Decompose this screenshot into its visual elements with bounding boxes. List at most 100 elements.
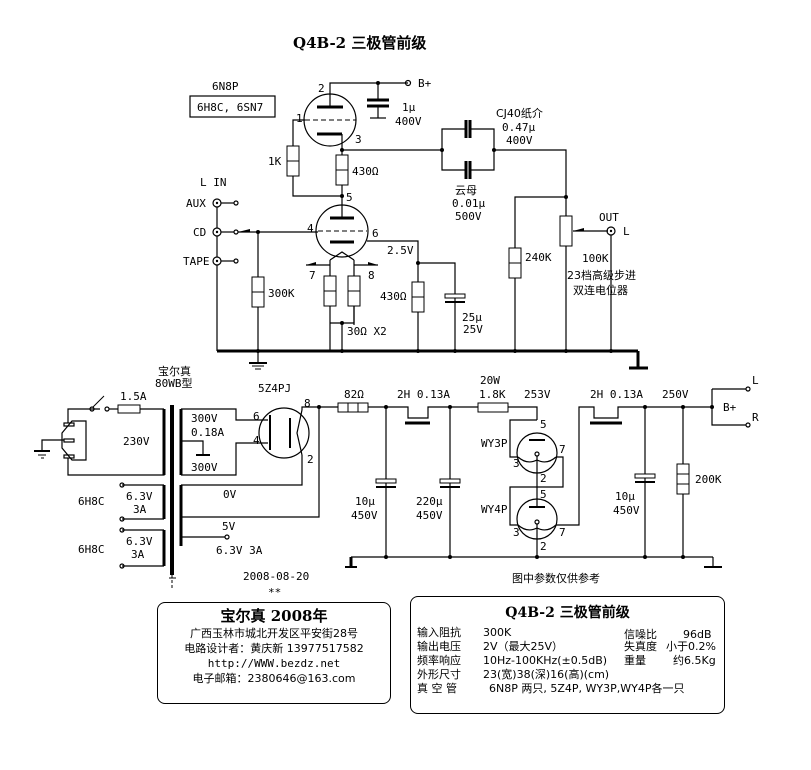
rectifier-label: 5Z4PJ: [258, 382, 291, 395]
filter-cap-3: [634, 473, 656, 479]
cathode-voltage: 2.5V: [387, 244, 414, 257]
pot-description: 23档高级步进: [567, 268, 636, 282]
rect-pin-2: 2: [307, 453, 314, 466]
reg2-pin2: 2: [540, 540, 547, 553]
filter-cap-2: [439, 478, 461, 484]
spec-row: 输出电压 2V（最大25V） 失真度 小于0.2%: [411, 640, 724, 654]
resistor-300k-label: 300K: [268, 287, 295, 300]
spec-row: 频率响应 10Hz-100KHz(±0.5dB) 重量 约6.5Kg: [411, 654, 724, 668]
choke2-label: 2H 0.13A: [590, 388, 643, 401]
pin-7: 7: [309, 269, 316, 282]
cap2-value: 220μ: [416, 495, 443, 508]
resistor-1k8-power: 20W: [480, 374, 500, 387]
resistor-430-cathode-label: 430Ω: [380, 290, 407, 303]
bypass-cap-voltage: 400V: [395, 115, 422, 128]
cap2-voltage: 450V: [416, 509, 443, 522]
pin-8: 8: [368, 269, 375, 282]
bplus-output: B+: [723, 401, 737, 414]
resistor-1k8-value: 1.8K: [479, 388, 506, 401]
input-tape-label: TAPE: [183, 255, 210, 268]
credits-box: 宝尔真 2008年 广西玉林市城北开发区平安街28号 电路设计者：黄庆新 139…: [157, 602, 391, 704]
pin-5: 5: [346, 191, 353, 204]
tap-6v3: 6.3V 3A: [216, 544, 263, 557]
bleeder-resistor: [676, 463, 690, 495]
bypass-cap-value: 1μ: [402, 101, 416, 114]
reg1-pin2: 2: [540, 472, 547, 485]
paper-cap-type: CJ40纸介: [496, 107, 543, 120]
tap-0v: 0V: [223, 488, 237, 501]
spec-value: 300K: [483, 626, 512, 639]
bleeder-label: 200K: [695, 473, 722, 486]
heater2-current: 3A: [131, 548, 145, 561]
spec-value: 10Hz-100KHz(±0.5dB): [483, 654, 608, 667]
input-cd-label: CD: [193, 226, 206, 239]
bplus-label: B+: [418, 77, 432, 90]
fuse: [117, 404, 141, 414]
bplus-terminal: [404, 79, 412, 87]
spec-label: 频率响应: [417, 654, 461, 667]
heater1-current: 3A: [133, 503, 147, 516]
spec-label: 输出电压: [417, 640, 461, 653]
tube-equivalents: 6H8C, 6SN7: [197, 101, 263, 114]
mica-cap-type: 云母: [455, 184, 477, 197]
credits-website[interactable]: http://WWW.bezdz.net: [207, 657, 341, 670]
credits-email[interactable]: 电子邮箱：2380646@163.com: [192, 672, 356, 685]
primary-voltage: 230V: [123, 435, 150, 448]
rect-pin-4: 4: [253, 434, 260, 447]
spec-value: 6N8P 两只, 5Z4P, WY3P,WY4P各一只: [489, 682, 685, 695]
spec-value-2: 约6.5Kg: [673, 654, 716, 667]
choke1-label: 2H 0.13A: [397, 388, 450, 401]
ground-icon: [249, 362, 267, 370]
bplus-output-l: L: [752, 374, 759, 387]
heater-resistor-label: 30Ω X2: [347, 325, 387, 338]
cathode-capacitor: [444, 293, 466, 299]
tube-type-label: 6N8P: [212, 80, 239, 93]
spec-label-2: 重量: [624, 654, 646, 667]
resistor-1k-label: 1K: [268, 155, 282, 168]
tap-5v: 5V: [222, 520, 236, 533]
cathode-cap-value: 25μ: [462, 311, 482, 324]
pin-1: 1: [296, 112, 303, 125]
pot-type: 双连电位器: [573, 283, 628, 297]
hv-secondary-voltage-2: 300V: [191, 461, 218, 474]
resistor-240k-label: 240K: [525, 251, 552, 264]
fuse-rating: 1.5A: [120, 390, 147, 403]
spec-label: 输入阻抗: [417, 626, 461, 639]
spec-row: 外形尺寸 23(宽)38(深)16(高)(cm): [411, 668, 724, 682]
reg1-pin3: 3: [513, 457, 520, 470]
specs-box: Q4B-2 三极管前级 输入阻抗 300K 信噪比 96dB 输出电压 2V（最…: [410, 596, 725, 714]
spec-value-2: 96dB: [683, 628, 712, 641]
spec-label-2: 失真度: [624, 640, 657, 653]
reg2-pin7: 7: [559, 526, 566, 539]
cathode-cap-voltage: 25V: [463, 323, 483, 336]
paper-cap-value: 0.47μ: [502, 121, 535, 134]
reg2-pin5: 5: [540, 488, 547, 501]
cap1-voltage: 450V: [351, 509, 378, 522]
reg1-pin5: 5: [540, 418, 547, 431]
tube-equivalents-box: [189, 95, 276, 118]
credits-designer: 电路设计者：黄庆新 13977517582: [184, 642, 364, 655]
pin-3: 3: [355, 133, 362, 146]
input-aux-label: AUX: [186, 197, 206, 210]
spec-label: 真 空 管: [417, 682, 457, 695]
cap3-value: 10μ: [615, 490, 635, 503]
voltage-250: 250V: [662, 388, 689, 401]
specs-heading: Q4B-2 三极管前级: [505, 605, 630, 621]
reg2-pin3: 3: [513, 526, 520, 539]
output-label: OUT: [599, 211, 619, 224]
schematic-title: Q4B-2 三极管前级: [293, 34, 427, 52]
cap3-voltage: 450V: [613, 504, 640, 517]
resistor-82-label: 82Ω: [344, 388, 364, 401]
output-channel: L: [623, 225, 630, 238]
rect-pin-8: 8: [304, 397, 311, 410]
transformer-model: 80WB型: [155, 376, 193, 390]
stars-mark: **: [268, 586, 281, 599]
heater1-voltage: 6.3V: [126, 490, 153, 503]
credits-address: 广西玉林市城北开发区平安街28号: [190, 627, 358, 640]
rectifier-tube: [258, 407, 310, 459]
input-jacks: [212, 198, 239, 351]
spec-label: 外形尺寸: [417, 668, 461, 681]
power-switch-icon: [89, 395, 118, 412]
mica-cap-value: 0.01μ: [452, 197, 485, 210]
